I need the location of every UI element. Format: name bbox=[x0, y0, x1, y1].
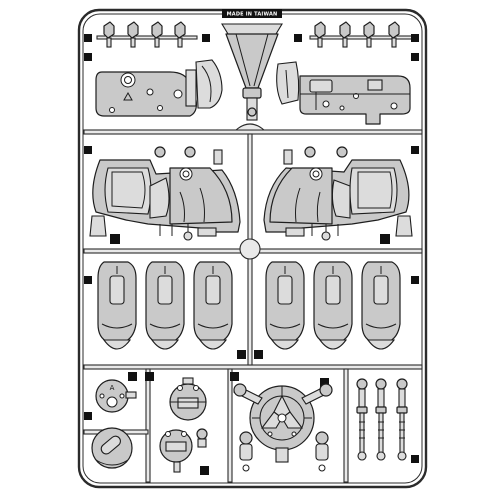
stamp-text: MADE IN TAIWAN bbox=[227, 12, 278, 18]
hub-spoke-left bbox=[233, 383, 263, 472]
round-cap-part-upper bbox=[169, 377, 207, 421]
top-left-pin-parts bbox=[103, 21, 186, 48]
long-pin-part-1 bbox=[356, 378, 368, 461]
shell-parts-row bbox=[97, 261, 401, 350]
shell-part-4 bbox=[265, 261, 305, 350]
upper-right-mechanism-part bbox=[276, 61, 411, 125]
shell-part-6 bbox=[361, 261, 401, 350]
shell-part-3 bbox=[193, 261, 233, 350]
long-pin-part-2 bbox=[375, 378, 387, 461]
shell-part-1 bbox=[97, 261, 137, 350]
round-cap-part-lower bbox=[159, 429, 193, 473]
top-right-pin-parts bbox=[314, 21, 400, 48]
shell-part-2 bbox=[145, 261, 185, 350]
made-in-stamp: MADE IN TAIWAN bbox=[222, 9, 282, 18]
hub-spoke-right bbox=[301, 383, 333, 472]
long-pin-parts bbox=[356, 378, 408, 461]
upper-left-mechanism-part bbox=[95, 59, 223, 117]
part-mark-a: A bbox=[110, 384, 115, 392]
left-body-half-part bbox=[89, 146, 241, 241]
center-funnel-part bbox=[221, 23, 283, 121]
lower-left-knob-part bbox=[91, 427, 133, 469]
small-pin-part-lower-mid bbox=[196, 428, 208, 448]
lower-left-disc-part: A bbox=[95, 379, 137, 413]
radial-hub-part bbox=[249, 385, 315, 463]
sprue-tabs bbox=[84, 34, 419, 475]
right-body-half-part bbox=[263, 146, 413, 241]
shell-part-5 bbox=[313, 261, 353, 350]
long-pin-part-3 bbox=[396, 378, 408, 461]
